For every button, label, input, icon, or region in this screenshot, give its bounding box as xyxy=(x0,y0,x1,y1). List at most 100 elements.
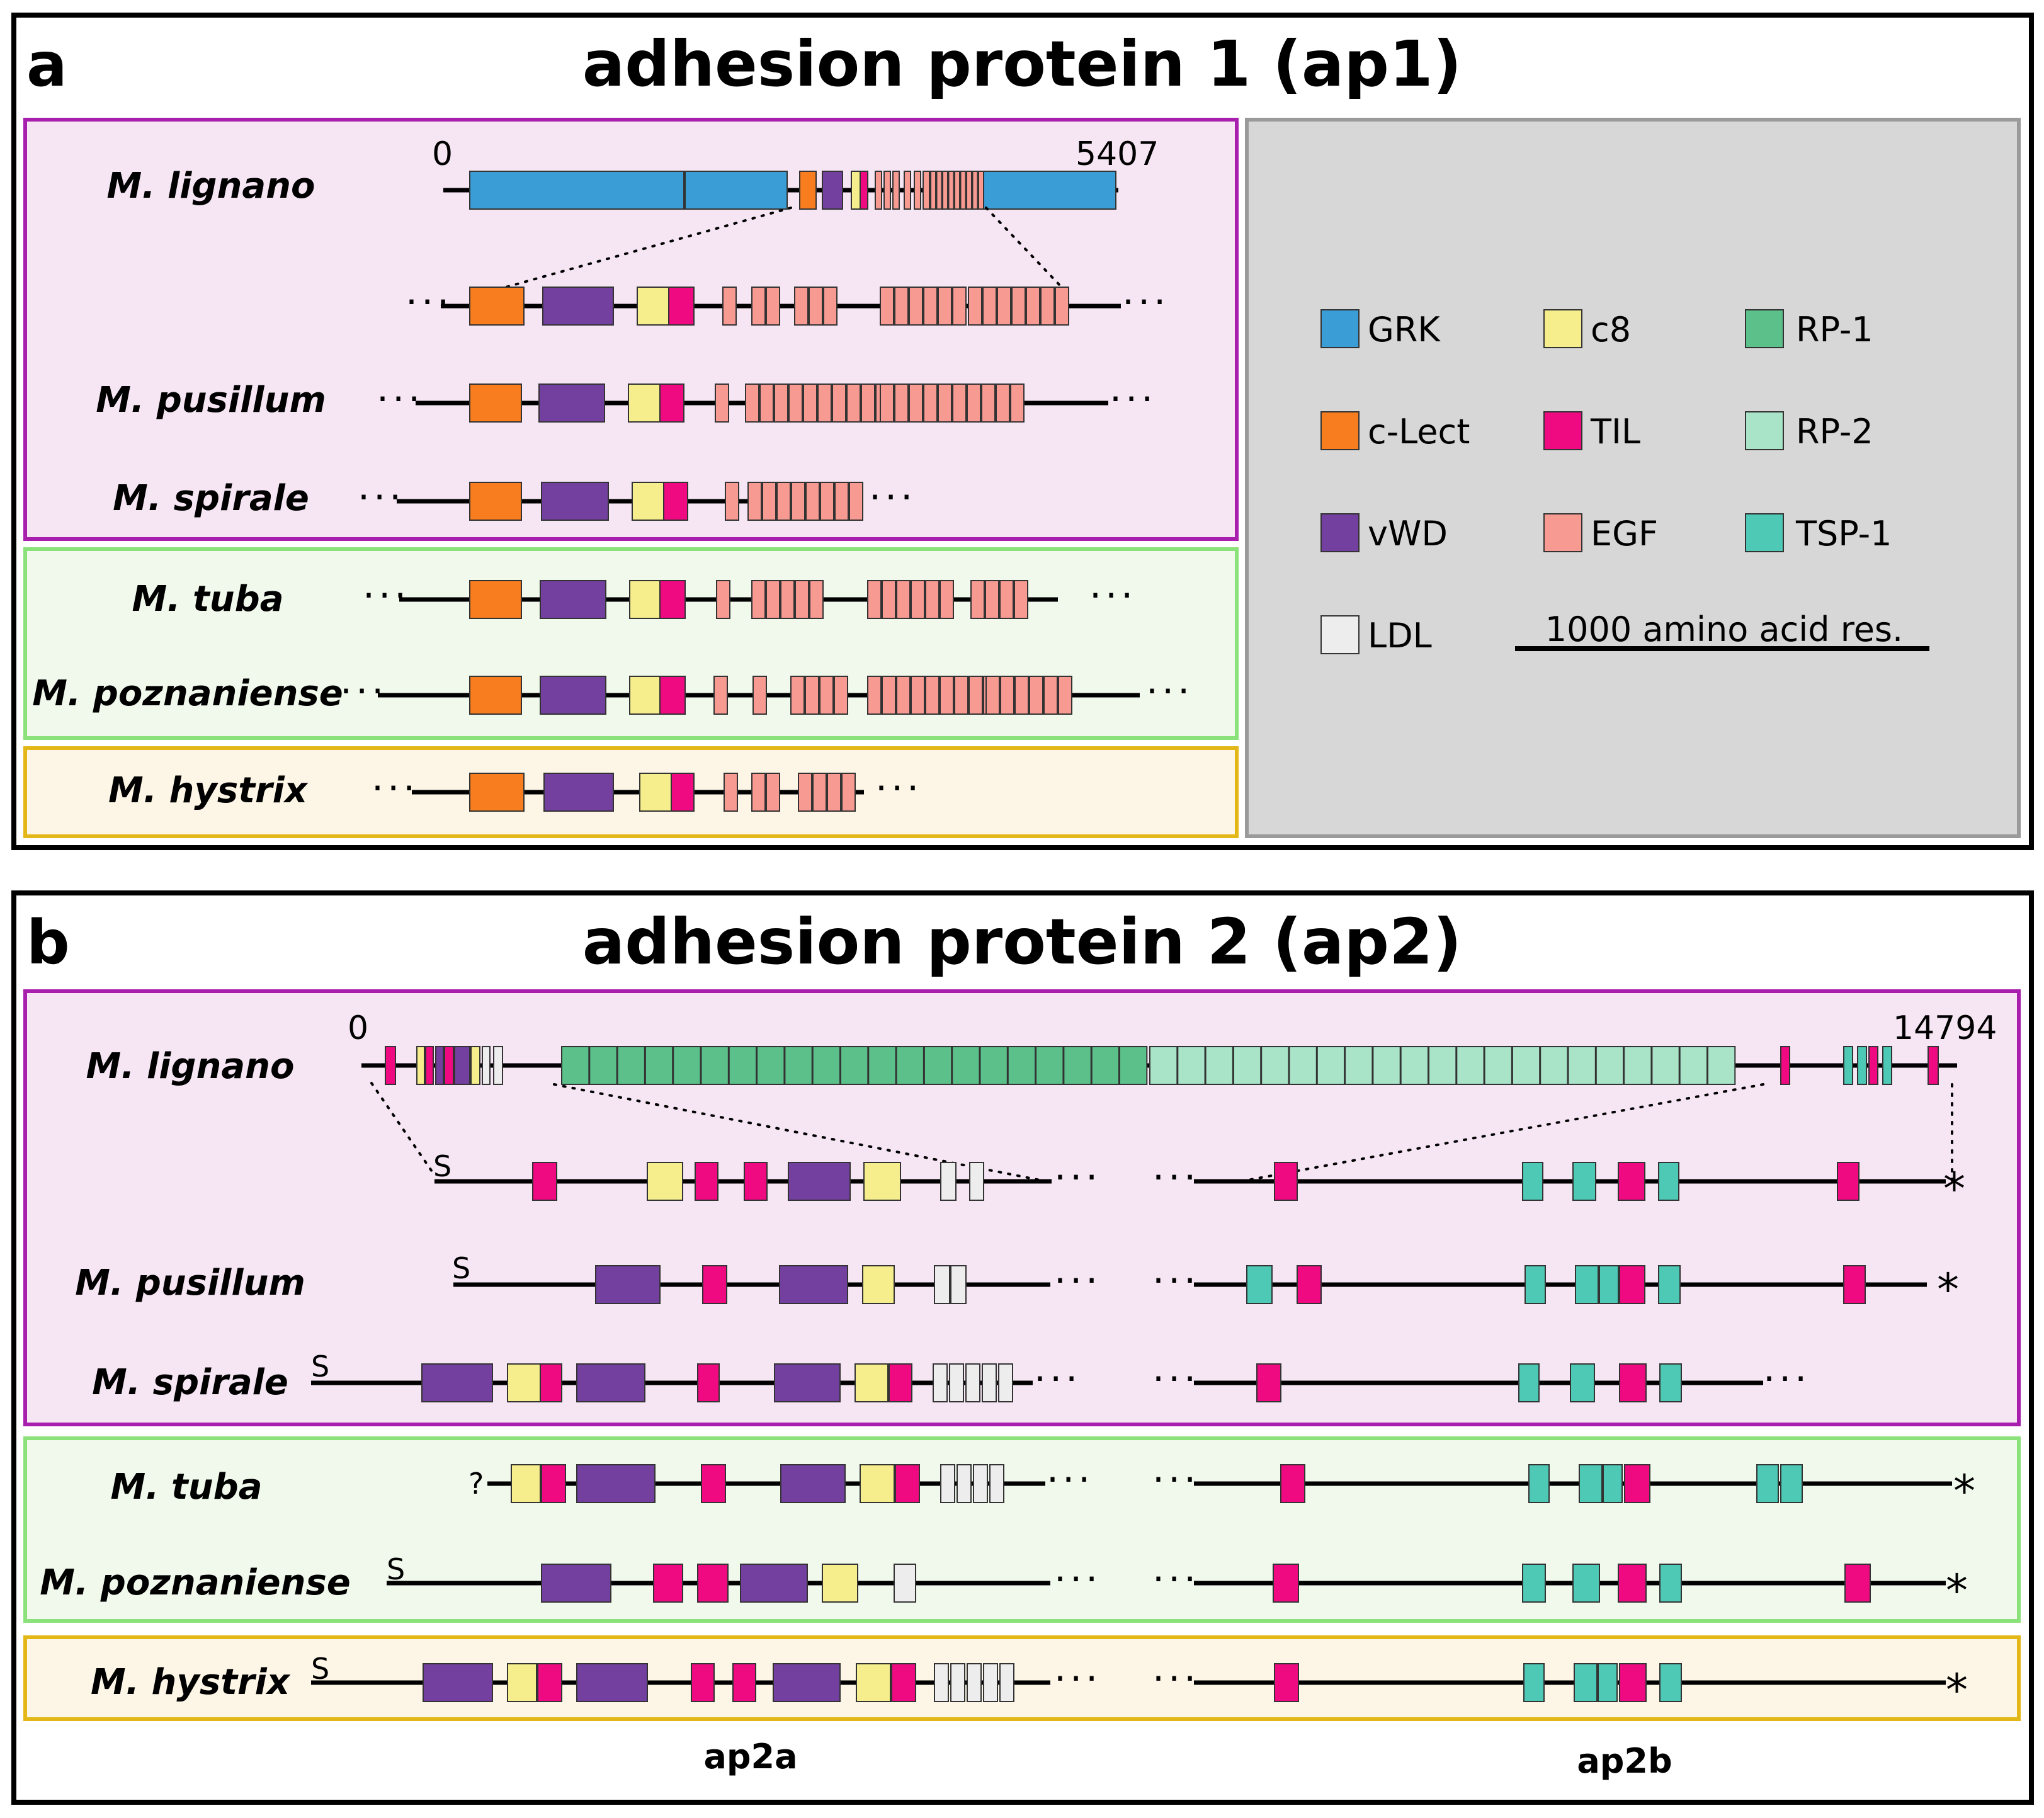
domain-ldl xyxy=(940,1162,957,1201)
domain-til xyxy=(1273,1564,1299,1603)
domain-vwd xyxy=(576,1363,645,1402)
continuation-dots-b-pusillum: ··· xyxy=(1054,1259,1101,1303)
domain-tsp-1 xyxy=(1522,1564,1546,1603)
domain-til xyxy=(701,1464,726,1503)
legend-label-ldl: LDL xyxy=(1368,616,1432,656)
domain-grk xyxy=(469,171,684,210)
domain-tsp-1 xyxy=(1843,1046,1853,1085)
domain-egf xyxy=(911,676,925,715)
species-label-a-hystrix: M. hystrix xyxy=(108,770,309,811)
domain-ldl xyxy=(894,1564,916,1603)
domain-til xyxy=(860,171,868,210)
domain-rp-1 xyxy=(616,1046,645,1085)
domain-egf xyxy=(751,287,766,326)
domain-vwd xyxy=(540,676,606,715)
domain-egf xyxy=(923,171,930,210)
domain-rp-1 xyxy=(840,1046,869,1085)
legend-label-rp2: RP-2 xyxy=(1796,412,1873,452)
domain-ldl xyxy=(982,1363,997,1402)
domain-til xyxy=(702,1265,727,1304)
domain-c8 xyxy=(855,1363,889,1402)
continuation-dots-b-spirale: ··· xyxy=(1152,1357,1200,1401)
domain-rp-1 xyxy=(1091,1046,1120,1085)
domain-til xyxy=(691,1663,715,1702)
domain-ldl xyxy=(950,1265,967,1304)
domain-til xyxy=(653,1564,683,1603)
domain-rp-2 xyxy=(1288,1046,1317,1085)
domain-rp-2 xyxy=(1428,1046,1457,1085)
domain-egf xyxy=(713,676,728,715)
domain-egf xyxy=(1026,287,1040,326)
domain-c8 xyxy=(511,1464,541,1503)
domain-egf xyxy=(880,383,894,423)
domain-egf xyxy=(716,580,730,619)
domain-tsp-1 xyxy=(1882,1046,1892,1085)
domain-rp-2 xyxy=(1456,1046,1485,1085)
domain-egf xyxy=(820,482,834,521)
domain-vwd xyxy=(435,1046,444,1085)
domain-rp-2 xyxy=(1567,1046,1596,1085)
continuation-dots-b-spirale: ··· xyxy=(1763,1357,1810,1401)
legend-label-til: TIL xyxy=(1590,412,1640,452)
domain-egf xyxy=(812,773,827,812)
domain-egf xyxy=(766,287,780,326)
domain-rp-2 xyxy=(1511,1046,1541,1085)
legend-label-tsp1: TSP-1 xyxy=(1795,514,1892,554)
domain-tsp-1 xyxy=(1603,1464,1623,1503)
domain-til xyxy=(895,1464,920,1503)
domain-egf xyxy=(880,287,894,326)
domain-til xyxy=(1619,1663,1647,1702)
legend-swatch-c8 xyxy=(1543,309,1582,348)
domain-egf xyxy=(752,676,767,715)
species-label-a-lignano: M. lignano xyxy=(107,166,315,207)
signal-label-b-lignano: S xyxy=(433,1149,451,1183)
domain-c-lect xyxy=(799,171,817,210)
domain-egf xyxy=(861,383,875,423)
continuation-dots-a-spirale: ··· xyxy=(358,475,405,520)
domain-rp-1 xyxy=(1119,1046,1148,1085)
domain-ldl xyxy=(983,1663,998,1702)
domain-rp-2 xyxy=(1232,1046,1262,1085)
continuation-dots-a-tuba: ··· xyxy=(1089,574,1137,618)
domain-egf xyxy=(1058,676,1072,715)
domain-vwd xyxy=(543,773,614,812)
domain-egf xyxy=(894,383,909,423)
domain-til xyxy=(1618,1162,1645,1201)
species-label-a-pusillum: M. pusillum xyxy=(96,380,326,421)
domain-egf xyxy=(978,171,984,210)
domain-egf xyxy=(923,287,938,326)
domain-egf xyxy=(940,676,954,715)
domain-ldl xyxy=(965,1363,980,1402)
domain-egf xyxy=(725,482,739,521)
scale-end-a: 5407 xyxy=(1076,135,1159,173)
domain-egf xyxy=(794,287,809,326)
domain-egf xyxy=(809,580,824,619)
domain-c-lect xyxy=(469,773,525,812)
domain-tsp-1 xyxy=(1598,1663,1618,1702)
legend-swatch-ldl xyxy=(1320,615,1360,654)
domain-rp-2 xyxy=(1149,1046,1178,1085)
domain-til xyxy=(537,1663,562,1702)
domain-egf xyxy=(791,482,805,521)
unknown-label-b-tuba: ? xyxy=(468,1467,484,1501)
domain-egf xyxy=(909,383,923,423)
legend-label-c8: c8 xyxy=(1591,310,1631,349)
stop-marker-b-poznaniense: * xyxy=(1946,1565,1968,1616)
domain-vwd xyxy=(541,482,609,521)
domain-egf xyxy=(759,383,774,423)
domain-vwd xyxy=(540,580,606,619)
domain-egf xyxy=(930,171,936,210)
domain-tsp-1 xyxy=(1658,1265,1681,1304)
domain-tsp-1 xyxy=(1659,1663,1682,1702)
zoom-connector-b-left xyxy=(370,1082,436,1176)
legend-swatch-til xyxy=(1543,411,1582,450)
domain-egf xyxy=(982,287,997,326)
domain-c8 xyxy=(862,1265,895,1304)
domain-egf xyxy=(985,676,1000,715)
domain-egf xyxy=(1043,676,1058,715)
domain-egf xyxy=(938,287,952,326)
domain-egf xyxy=(960,171,967,210)
continuation-dots-a-lignano-zoom: ··· xyxy=(406,280,453,324)
signal-label-b-spirale: S xyxy=(311,1349,329,1383)
domain-ldl xyxy=(969,1162,984,1201)
